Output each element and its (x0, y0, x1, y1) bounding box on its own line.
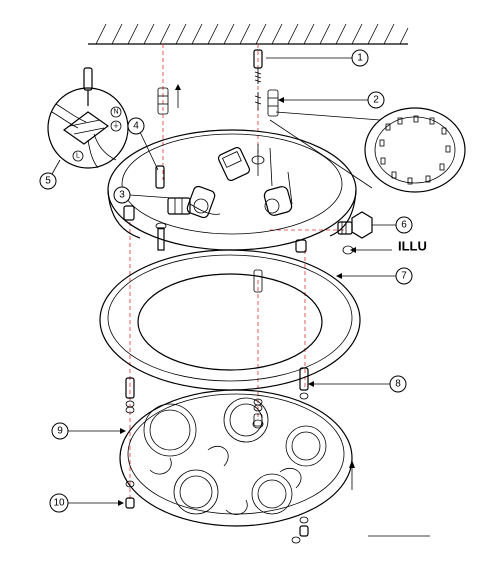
svg-text:3: 3 (119, 190, 125, 201)
svg-text:9: 9 (57, 426, 63, 437)
wiring-label-earth: ⏚ (113, 122, 120, 130)
svg-text:1: 1 (357, 53, 363, 64)
svg-text:4: 4 (133, 121, 139, 132)
callouts: 1 2 3 4 5 6 7 (39, 49, 413, 513)
callout-4: 4 (127, 117, 145, 135)
fastener-set (125, 367, 309, 414)
callout-10: 10 (49, 493, 69, 513)
wiring-label-l: L (76, 153, 80, 160)
bottom-screws (125, 460, 430, 544)
callout-5: 5 (39, 172, 57, 190)
svg-text:2: 2 (373, 95, 379, 106)
wiring-label-n: N (113, 109, 118, 116)
callout-8: 8 (389, 375, 407, 393)
wiring-terminal-inset: N ⏚ L (47, 67, 129, 169)
base-housing (107, 129, 357, 253)
wall-plug-left (157, 84, 181, 115)
svg-text:10: 10 (53, 498, 65, 509)
bulb: ILLU (337, 211, 427, 255)
svg-text:8: 8 (395, 379, 401, 390)
mounting-plate-inset (269, 107, 466, 193)
bulb-type-label: ILLU (398, 239, 427, 254)
mounting-screw-top (253, 49, 263, 84)
wall-plug-right (254, 89, 279, 117)
decorative-shade (119, 389, 353, 527)
callout-2: 2 (367, 91, 385, 109)
svg-text:5: 5 (45, 176, 51, 187)
callout-6: 6 (395, 216, 413, 234)
callout-7: 7 (395, 267, 413, 285)
glass-ring (99, 249, 361, 391)
svg-text:7: 7 (401, 271, 407, 282)
ceiling (88, 23, 409, 45)
callout-1: 1 (351, 49, 369, 67)
svg-text:6: 6 (401, 220, 407, 231)
callout-3: 3 (113, 186, 131, 204)
callout-9: 9 (51, 422, 69, 440)
